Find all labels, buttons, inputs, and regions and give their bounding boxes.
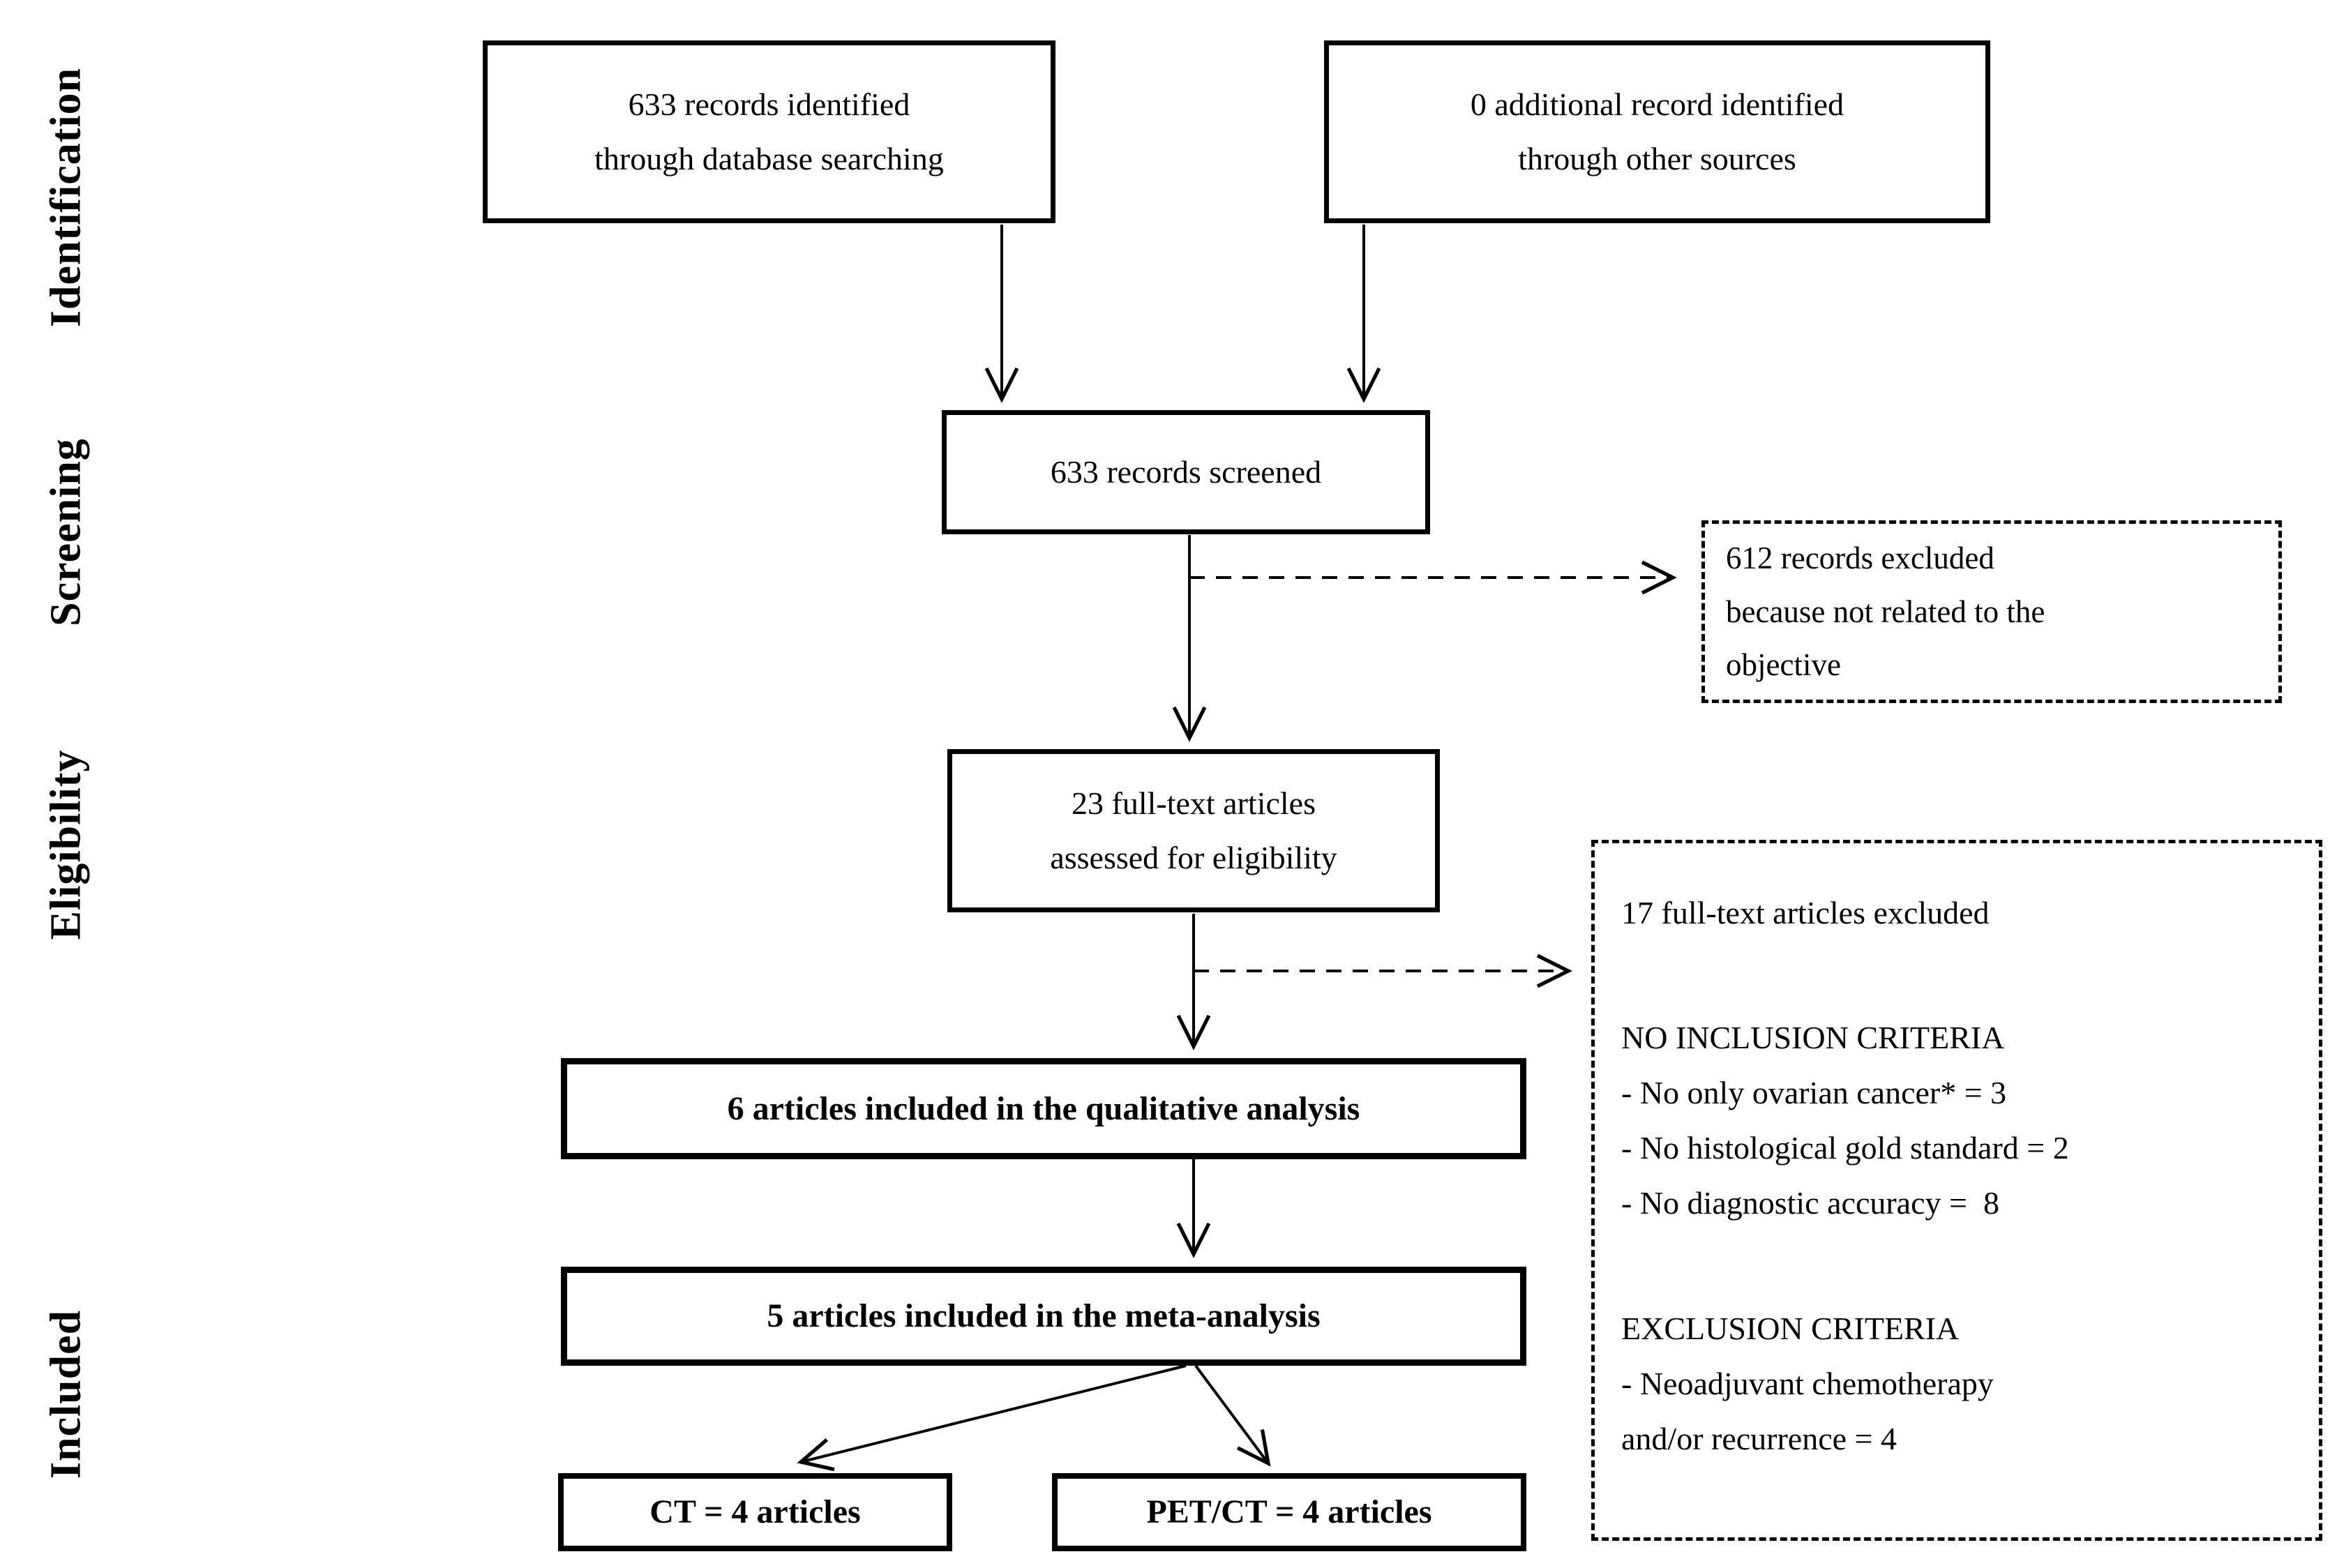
box-petct-articles: PET/CT = 4 articles	[1052, 1473, 1526, 1551]
box-meta-analysis: 5 articles included in the meta-analysis	[561, 1267, 1526, 1366]
box-text-line: CT = 4 articles	[649, 1493, 861, 1531]
box-records-excluded: 612 records excluded because not related…	[1701, 520, 2282, 703]
box-records-screened: 633 records screened	[942, 410, 1430, 534]
criteria-header: 17 full-text articles excluded	[1621, 895, 1990, 930]
box-text-line: 633 records identified	[628, 86, 910, 122]
box-text-line: PET/CT = 4 articles	[1146, 1493, 1432, 1531]
stage-label-identification: Identification	[42, 67, 90, 328]
arrow-meta-to-petct	[1194, 1364, 1271, 1467]
criteria-item: - No histological gold standard = 2	[1621, 1130, 2069, 1166]
criteria-item: - No only ovarian cancer* = 3	[1621, 1075, 2007, 1111]
box-text-line: objective	[1726, 647, 1841, 683]
box-ct-articles: CT = 4 articles	[558, 1473, 952, 1551]
box-qualitative-analysis: 6 articles included in the qualitative a…	[561, 1058, 1526, 1159]
box-records-identified-database: 633 records identified through database …	[483, 40, 1055, 223]
box-text-line: 23 full-text articles	[1072, 785, 1316, 821]
box-text-line: 612 records excluded	[1726, 541, 1994, 576]
box-text-line: 5 articles included in the meta-analysis	[767, 1297, 1321, 1335]
box-text-line: through database searching	[594, 141, 944, 176]
criteria-item: - Neoadjuvant chemotherapy	[1621, 1365, 1994, 1401]
box-records-identified-other: 0 additional record identified through o…	[1324, 40, 1990, 223]
stage-label-eligibility: Eligibility	[42, 749, 90, 940]
box-fulltext-assessed: 23 full-text articles assessed for eligi…	[947, 749, 1440, 912]
criteria-item: and/or recurrence = 4	[1621, 1420, 1897, 1456]
box-text-line: through other sources	[1518, 141, 1796, 176]
box-text-line: because not related to the	[1726, 594, 2045, 629]
box-fulltext-excluded-criteria: 17 full-text articles excluded NO INCLUS…	[1591, 840, 2322, 1541]
stage-label-included: Included	[42, 1309, 90, 1479]
box-text-line: 6 articles included in the qualitative a…	[727, 1090, 1360, 1127]
arrow-meta-to-ct	[797, 1364, 1187, 1472]
box-text-line: assessed for eligibility	[1050, 840, 1337, 875]
criteria-item: - No diagnostic accuracy = 8	[1621, 1185, 1999, 1221]
stage-label-screening: Screening	[42, 438, 90, 626]
criteria-exclusion-title: EXCLUSION CRITERIA	[1621, 1310, 1960, 1346]
box-text-line: 0 additional record identified	[1470, 86, 1844, 122]
box-text-line: 633 records screened	[1050, 453, 1322, 490]
criteria-no-inclusion-title: NO INCLUSION CRITERIA	[1621, 1020, 2005, 1056]
